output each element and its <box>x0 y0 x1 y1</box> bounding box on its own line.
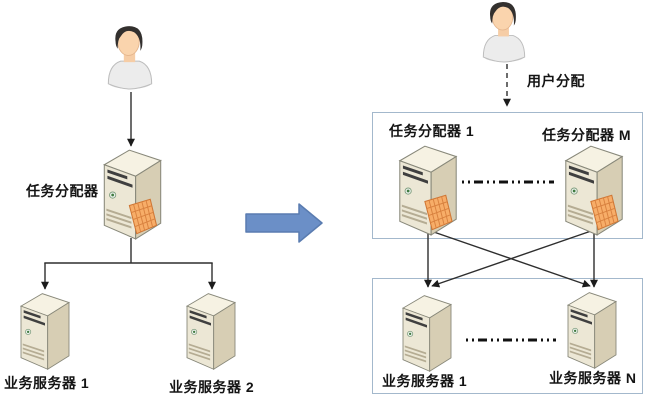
right-block-arrow-icon <box>245 203 323 243</box>
server-cluster-box <box>372 278 643 394</box>
load-balancer-server-icon <box>101 147 164 241</box>
user-icon <box>482 1 526 63</box>
cluster-server1-label: 业务服务器 1 <box>382 373 468 389</box>
distributor1-label: 任务分配器 1 <box>389 123 475 139</box>
server1-label: 业务服务器 1 <box>4 375 90 391</box>
cluster-serverN-label: 业务服务器 N <box>549 370 637 386</box>
distributor-cluster-box <box>372 112 643 239</box>
load-balancer-server-icon <box>562 143 626 237</box>
distributor-label: 任务分配器 <box>26 183 99 199</box>
server-icon <box>186 293 236 370</box>
server-icon <box>20 293 70 370</box>
arrow-distM-to-server1 <box>431 229 595 288</box>
server2-label: 业务服务器 2 <box>169 379 255 395</box>
server-icon <box>402 295 452 372</box>
user-dispatch-label: 用户分配 <box>527 73 585 89</box>
user-icon <box>107 25 153 90</box>
arrow-dist1-to-serverN <box>427 229 591 288</box>
distributorM-label: 任务分配器 M <box>542 127 632 143</box>
server-icon <box>567 292 617 369</box>
load-balancer-server-icon <box>396 143 460 237</box>
